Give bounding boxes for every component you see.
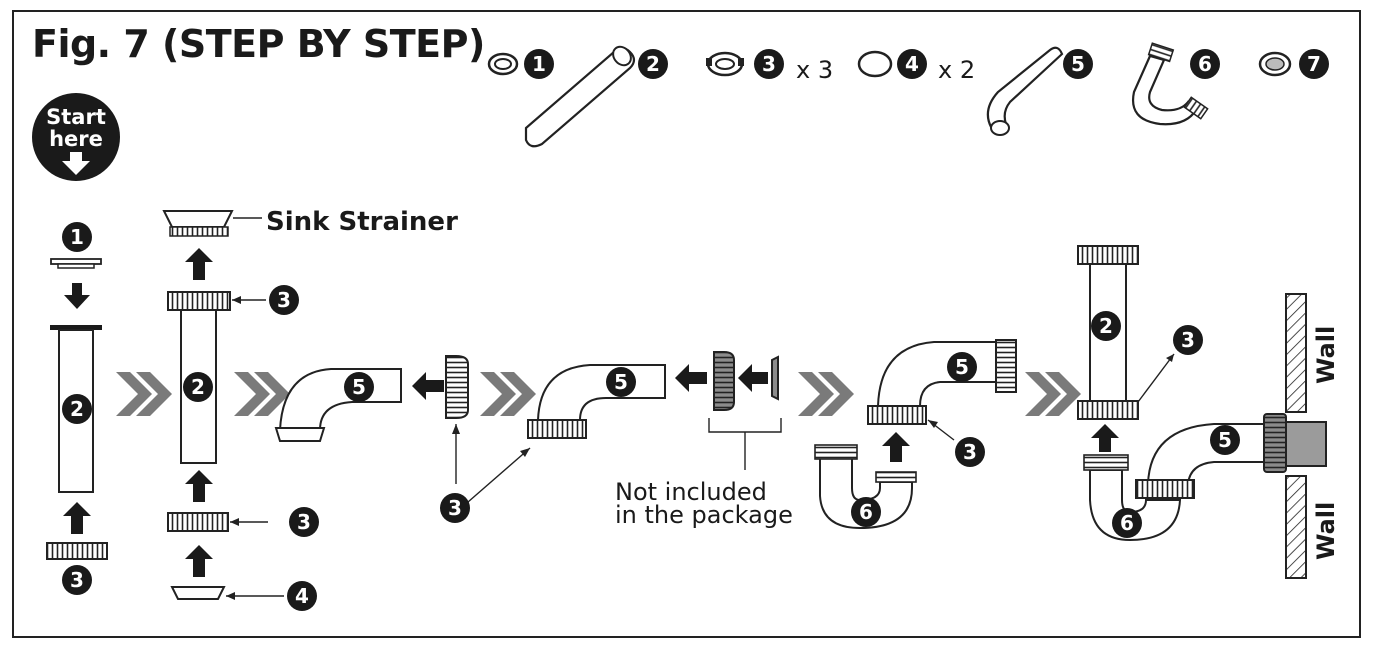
start-here-badge: Start here <box>32 93 120 181</box>
legend-number-3: 3 <box>762 52 776 76</box>
arrow-up-icon <box>63 502 91 534</box>
legend-part-4-washer: 4 x 2 <box>857 49 975 84</box>
step2-callout-3-bottom: 3 <box>297 510 311 534</box>
legend-number-6: 6 <box>1198 52 1212 76</box>
not-included-line1: Not included <box>615 478 767 506</box>
legend-number-1: 1 <box>532 52 546 76</box>
chevron-arrow-2 <box>234 372 290 416</box>
legend-part-3-nut: 3 x 3 <box>706 49 833 84</box>
step-6-final-assembly: 2 3 5 6 <box>1077 245 1327 542</box>
step3-callout-3: 3 <box>448 496 462 520</box>
step6-callout-3: 3 <box>1181 328 1195 352</box>
chevron-arrow-3 <box>480 372 536 416</box>
legend-number-5: 5 <box>1071 52 1085 76</box>
arrow-left-icon <box>738 364 768 392</box>
step-2-strainer-assembly: Sink Strainer 3 2 3 4 <box>162 207 458 611</box>
sink-strainer-label: Sink Strainer <box>266 207 458 237</box>
legend-part-7-ring: 7 <box>1258 49 1329 79</box>
step1-callout-1: 1 <box>70 225 84 249</box>
step2-callout-2: 2 <box>191 375 205 399</box>
here-label: here <box>49 127 103 151</box>
step6-callout-2: 2 <box>1099 314 1113 338</box>
legend-part-1: 1 <box>487 49 554 79</box>
step-4-elbow-adapter: 5 Not included in the package <box>527 351 793 529</box>
wall-label-upper: Wall <box>1312 326 1340 384</box>
step2-callout-3-top: 3 <box>277 288 291 312</box>
legend-number-2: 2 <box>646 52 660 76</box>
wall: Wall Wall <box>1285 293 1340 579</box>
down-arrow-icon <box>62 152 90 175</box>
arrow-up-icon <box>185 248 213 280</box>
step5-callout-3: 3 <box>963 440 977 464</box>
legend-part-6-ptrap: 6 <box>1131 42 1220 126</box>
parts-legend: 1 2 3 x 3 4 x 2 <box>487 42 1329 148</box>
wall-label-lower: Wall <box>1312 502 1340 560</box>
arrow-up-icon <box>185 545 213 577</box>
legend-number-4: 4 <box>905 52 919 76</box>
arrow-down-icon <box>64 283 90 309</box>
step4-callout-5: 5 <box>614 370 628 394</box>
step3-callout-5: 5 <box>352 375 366 399</box>
arrow-up-icon <box>1091 424 1119 452</box>
step-3-elbow-nut: 5 3 <box>274 355 531 523</box>
start-label: Start <box>46 105 106 129</box>
step-1-tailpiece: 1 2 3 <box>46 222 108 595</box>
arrow-left-icon <box>412 372 444 400</box>
legend-part-5-elbow: 5 <box>986 46 1093 136</box>
figure-title: Fig. 7 (STEP BY STEP) <box>32 22 485 66</box>
step1-callout-2: 2 <box>70 397 84 421</box>
legend-number-7: 7 <box>1307 52 1321 76</box>
arrow-up-icon <box>882 432 910 462</box>
legend-quantity-3: x 3 <box>796 56 833 84</box>
chevron-arrow-5 <box>1025 372 1081 416</box>
step2-callout-4: 4 <box>295 584 309 608</box>
step-5-trap-connection: 5 3 6 <box>814 339 1017 530</box>
legend-quantity-4: x 2 <box>938 56 975 84</box>
step6-callout-6: 6 <box>1120 511 1134 535</box>
step1-callout-3: 3 <box>70 568 84 592</box>
step6-callout-5: 5 <box>1218 428 1232 452</box>
figure-border <box>12 10 1361 638</box>
legend-part-2-tube: 2 <box>524 45 668 148</box>
step5-callout-6: 6 <box>859 500 873 524</box>
step5-callout-5: 5 <box>955 355 969 379</box>
arrow-up-icon <box>185 470 213 502</box>
arrow-left-icon <box>675 364 707 392</box>
not-included-line2: in the package <box>615 501 793 529</box>
chevron-arrow-1 <box>116 372 172 416</box>
chevron-arrow-4 <box>798 372 854 416</box>
